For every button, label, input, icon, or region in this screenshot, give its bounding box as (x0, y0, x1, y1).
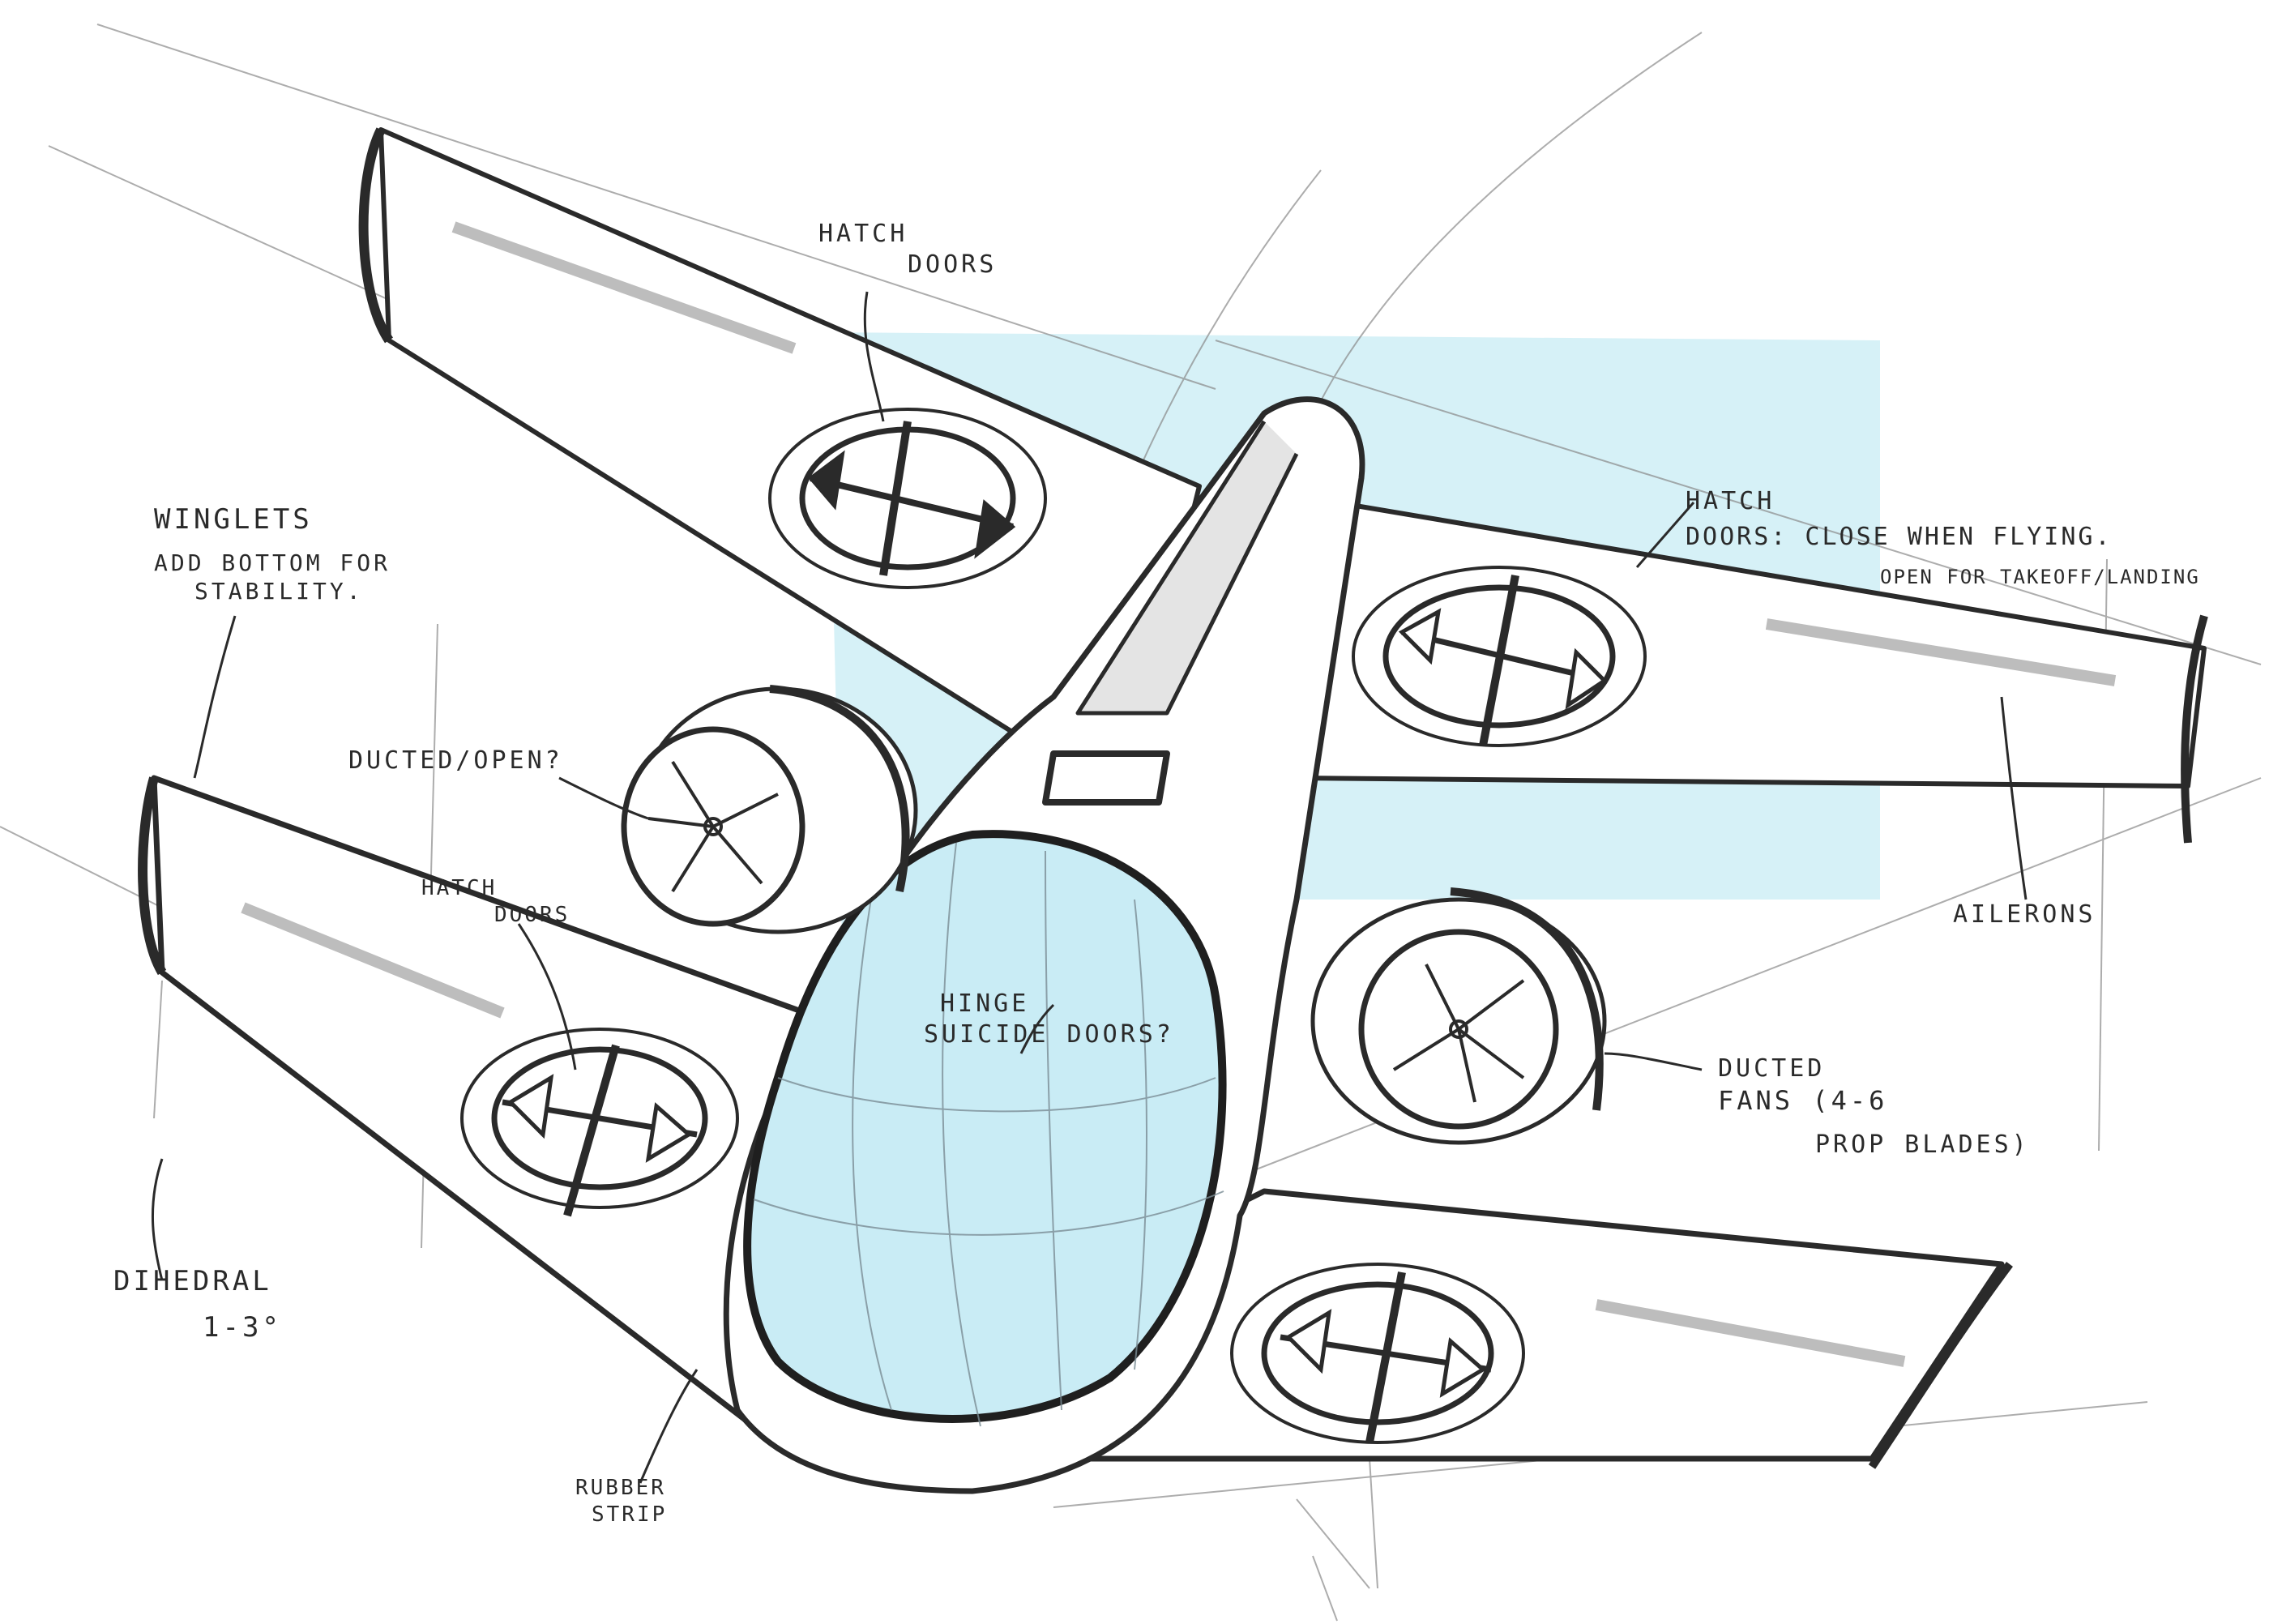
canopy (743, 830, 1227, 1427)
rear-wing-left (358, 127, 1202, 740)
ducted-open-line1: DUCTED/OPEN? (348, 746, 563, 775)
hatch-door-front-right (1230, 1263, 1525, 1444)
dihedral-line1: DIHEDRAL (113, 1265, 272, 1297)
ducted-fan-left (621, 685, 918, 934)
hatch-doors-right-note: HATCH DOORS: CLOSE WHEN FLYING. OPEN FOR… (1686, 486, 2200, 589)
hatch-door-rear-left (768, 408, 1047, 589)
ducted-fans-note: DUCTED FANS (4-6 PROP BLADES) (1718, 1053, 2030, 1160)
ducted-fan-right (1310, 887, 1607, 1145)
hatch-doors-right-line2: DOORS: CLOSE WHEN FLYING. (1686, 522, 2113, 551)
winglets-line2: ADD BOTTOM FOR (154, 549, 391, 576)
dihedral-line2: 1-3° (203, 1310, 282, 1344)
hinge-line2: SUICIDE DOORS? (924, 1019, 1174, 1049)
hinge-line1: HINGE (940, 989, 1030, 1018)
ailerons-note: AILERONS (1953, 900, 2096, 930)
ducted-open-note: DUCTED/OPEN? (348, 746, 563, 776)
ailerons-line1: AILERONS (1953, 900, 2096, 929)
hatch-doors-right-line1: HATCH (1686, 487, 1775, 515)
hatch-doors-left-line2: DOORS (494, 902, 570, 927)
hatch-doors-top-note: HATCH DOORS (818, 219, 997, 280)
hatch-doors-left-line1: HATCH (421, 876, 498, 900)
winglets-note: WINGLETS ADD BOTTOM FOR STABILITY. (154, 502, 391, 605)
dihedral-note: DIHEDRAL 1-3° (113, 1264, 282, 1344)
hatch-doors-right-line3: OPEN FOR TAKEOFF/LANDING (1880, 566, 2200, 588)
hatch-door-front-left (460, 1028, 739, 1217)
winglets-line3: STABILITY. (194, 577, 364, 605)
rubber-strip-line2: STRIP (592, 1502, 668, 1527)
ducted-fans-line3: PROP BLADES) (1815, 1130, 2030, 1159)
ducted-fans-line2: FANS (4-6 (1718, 1084, 1888, 1116)
hatch-doors-top-line1: HATCH (818, 220, 908, 248)
rubber-strip-line1: RUBBER (575, 1476, 666, 1500)
hatch-doors-top-line2: DOORS (908, 250, 998, 279)
hinge-note: HINGE SUICIDE DOORS? (924, 989, 1174, 1049)
winglets-line1: WINGLETS (154, 503, 313, 536)
hatch-door-rear-right (1352, 566, 1647, 747)
hatch-doors-left-note: HATCH DOORS (421, 875, 570, 928)
ducted-fans-line1: DUCTED (1718, 1054, 1826, 1083)
rubber-strip-note: RUBBER STRIP (575, 1475, 667, 1528)
leader-lines (152, 291, 2028, 1484)
